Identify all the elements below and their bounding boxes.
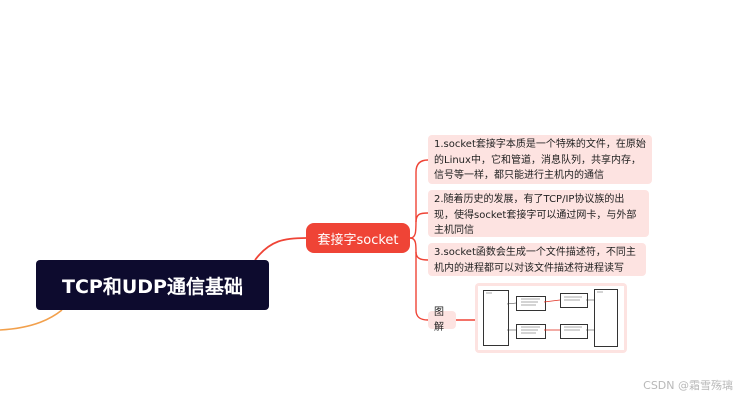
root-topic[interactable]: TCP和UDP通信基础	[36, 260, 269, 310]
figure-topic[interactable]: 图解	[428, 307, 456, 333]
socket-diagram-image	[478, 286, 624, 350]
leaf-topic-3-text: 3.socket函数会生成一个文件描述符，不同主机内的进程都可以对该文件描述符进…	[434, 247, 636, 274]
host-a-box	[483, 290, 509, 346]
figure-topic-label: 图解	[434, 306, 444, 334]
leaf-topic-2[interactable]: 2.随着历史的发展，有了TCP/IP协议族的出现，使得socket套接字可以通过…	[428, 190, 649, 237]
root-topic-label: TCP和UDP通信基础	[62, 275, 243, 298]
root-inbound-wire	[0, 309, 63, 331]
process-box-bottom-right	[560, 324, 588, 339]
branch-topic-label: 套接字socket	[317, 232, 399, 248]
leaf-topic-3[interactable]: 3.socket函数会生成一个文件描述符，不同主机内的进程都可以对该文件描述符进…	[428, 243, 646, 276]
branch-topic-socket[interactable]: 套接字socket	[306, 223, 410, 253]
process-box-top-left	[516, 296, 546, 311]
branch-to-leaves-spine	[409, 159, 429, 239]
leaf-topic-1[interactable]: 1.socket套接字本质是一个特殊的文件，在原始的Linux中，它和管道，消息…	[428, 135, 652, 184]
branch-to-figure-wire	[415, 252, 429, 321]
leaf-topic-1-text: 1.socket套接字本质是一个特殊的文件，在原始的Linux中，它和管道，消息…	[434, 139, 646, 181]
figure-image-frame[interactable]	[475, 283, 627, 353]
process-box-bottom-left	[516, 324, 546, 339]
host-b-box	[594, 289, 618, 347]
root-to-branch-wire	[254, 237, 307, 261]
csdn-watermark: CSDN @霜雪殇璃	[643, 379, 733, 392]
figure-arrows	[486, 291, 603, 334]
branch-to-leaf-2-wire	[415, 212, 429, 223]
leaf-topic-2-text: 2.随着历史的发展，有了TCP/IP协议族的出现，使得socket套接字可以通过…	[434, 194, 637, 236]
branch-to-leaf-3-wire	[409, 237, 429, 261]
